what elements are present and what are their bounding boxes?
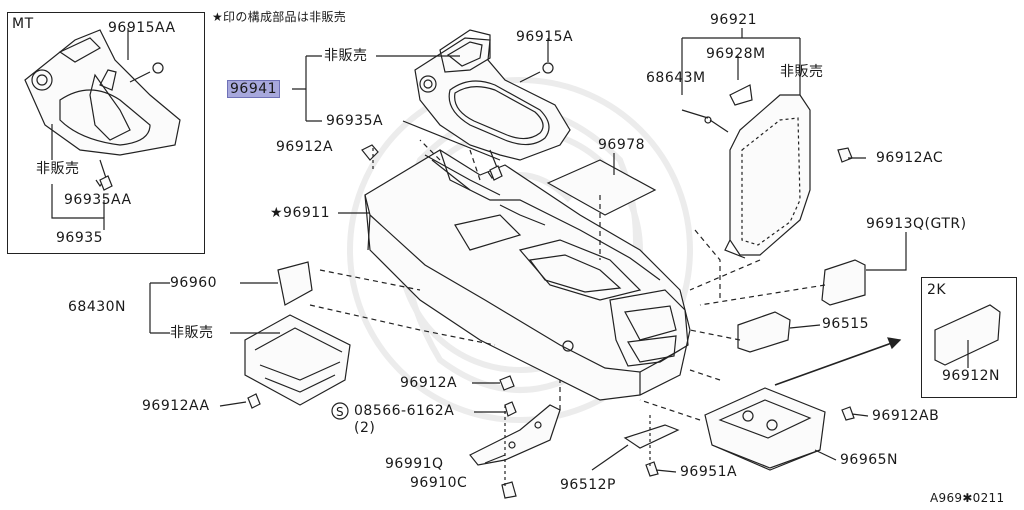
part-label-96911[interactable]: ★96911: [270, 205, 331, 221]
tray-mat: [546, 159, 657, 216]
armrest-lid: [704, 84, 811, 259]
part-label-nonsale-left: 非販売: [170, 325, 214, 341]
part-label-nonsale-right: 非販売: [780, 64, 824, 80]
part-label-96912A-top[interactable]: 96912A: [276, 139, 334, 155]
part-label-96912AB[interactable]: 96912AB: [872, 408, 940, 424]
part-label-96910C[interactable]: 96910C: [410, 475, 468, 491]
part-label-96965N[interactable]: 96965N: [840, 452, 899, 468]
part-label-96960[interactable]: 96960: [170, 275, 218, 291]
part-label-96912N[interactable]: 96912N: [942, 368, 1001, 384]
mt-inset-artwork: [24, 29, 181, 188]
center-console-body: [364, 149, 691, 401]
storage-tray: [704, 387, 826, 471]
s-symbol-circle: [331, 402, 349, 420]
part-label-68430N[interactable]: 68430N: [68, 299, 127, 315]
s-symbol: S: [336, 405, 344, 419]
pocket-96515: [737, 311, 791, 353]
part-label-96935A[interactable]: 96935A: [326, 113, 384, 129]
part-label-96935AA[interactable]: 96935AA: [64, 192, 132, 208]
switch-panel-gtr: [821, 259, 866, 306]
part-label-96912AA[interactable]: 96912AA: [142, 398, 210, 414]
mt-inset-title: MT: [12, 16, 34, 32]
part-label-96921[interactable]: 96921: [710, 12, 758, 28]
part-label-nonsale-top: 非販売: [324, 48, 368, 64]
part-label-96935[interactable]: 96935: [56, 230, 104, 246]
part-label-96912A-mid[interactable]: 96912A: [400, 375, 458, 391]
part-label-96915A[interactable]: 96915A: [516, 29, 574, 45]
shift-trim-panel: [414, 29, 571, 180]
diagram-code: A969✱0211: [930, 491, 1005, 505]
part-label-96991Q[interactable]: 96991Q: [385, 456, 444, 472]
2k-inset-artwork: [934, 304, 1001, 366]
fasteners: [99, 62, 855, 499]
selected-part-96941[interactable]: 96941: [227, 80, 281, 98]
part-label-68643M[interactable]: 68643M: [646, 70, 706, 86]
part-label-08566-6162A[interactable]: 08566-6162A: [354, 403, 455, 419]
mt-inset-frame: [7, 12, 205, 254]
2k-inset-frame: [921, 277, 1017, 398]
bracket: [469, 404, 561, 466]
leader-lines: [51, 28, 969, 488]
part-label-96928M[interactable]: 96928M: [706, 46, 766, 62]
2k-inset-title: 2K: [927, 282, 947, 298]
plate: [623, 424, 680, 449]
part-label-96978[interactable]: 96978: [598, 137, 646, 153]
part-label-08566-qty: (2): [354, 420, 376, 436]
header-note: ★印の構成部品は非販売: [212, 10, 347, 24]
part-label-96912AC[interactable]: 96912AC: [876, 150, 944, 166]
audio-unit: [244, 314, 351, 406]
part-label-96512P[interactable]: 96512P: [560, 477, 616, 493]
part-label-nonsale-mt: 非販売: [36, 161, 80, 177]
lid-96960: [277, 261, 313, 306]
part-label-96515[interactable]: 96515: [822, 316, 870, 332]
part-label-96915AA[interactable]: 96915AA: [108, 20, 176, 36]
part-label-96913Q[interactable]: 96913Q(GTR): [866, 216, 967, 232]
part-label-96951A[interactable]: 96951A: [680, 464, 738, 480]
